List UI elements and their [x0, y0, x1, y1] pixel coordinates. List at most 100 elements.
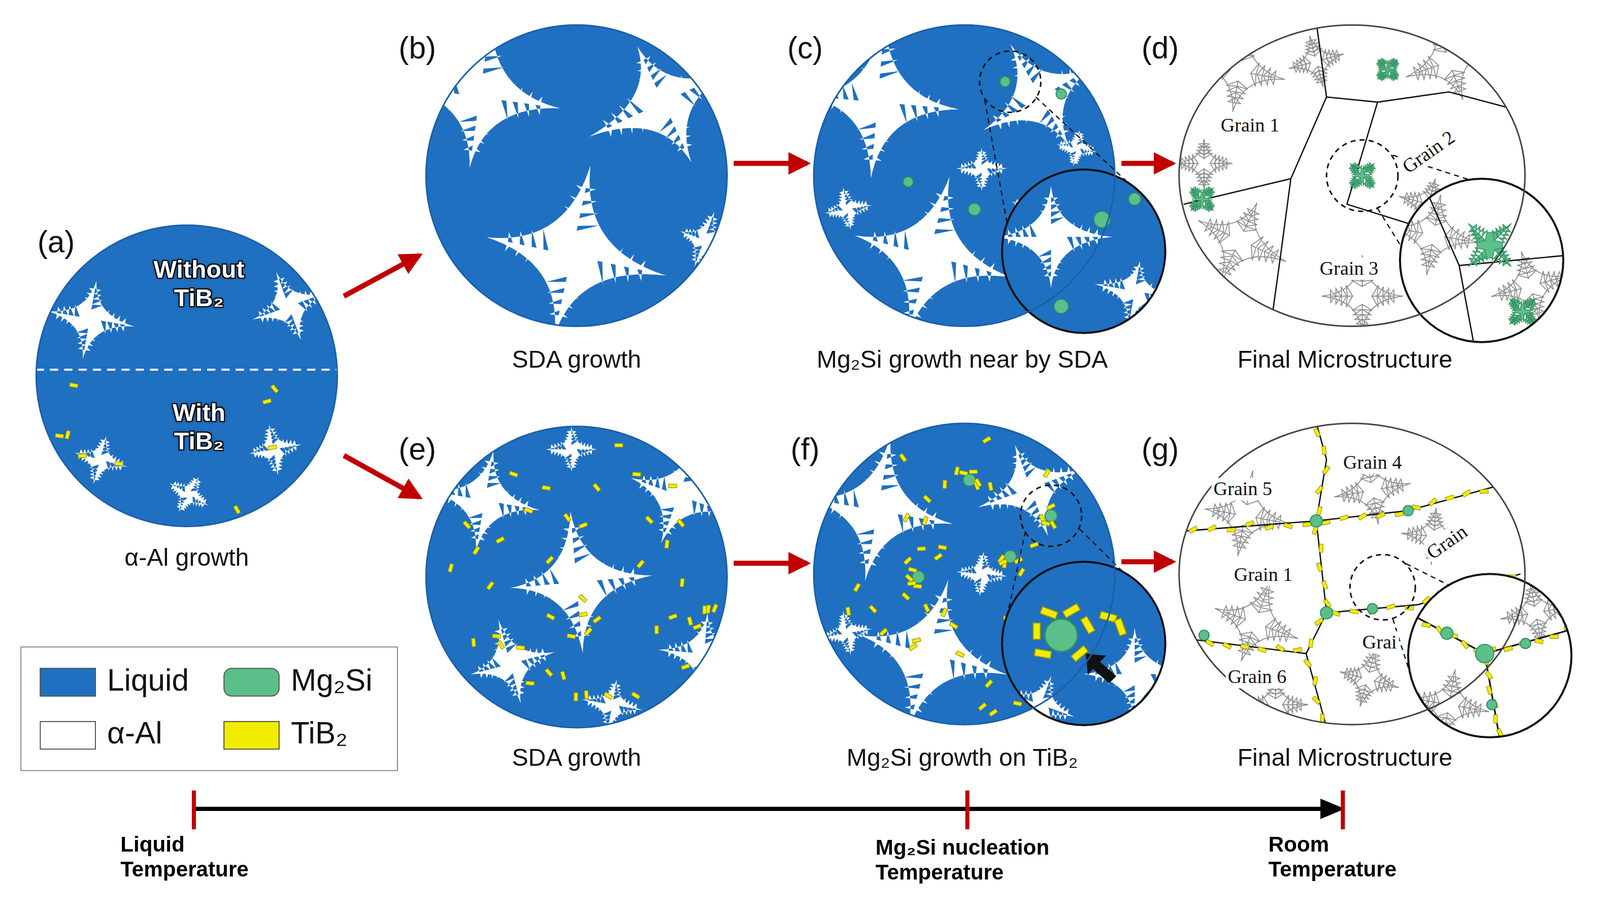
tib2-particle	[949, 621, 958, 630]
tib2-particle	[578, 521, 588, 529]
tib2-particle	[959, 470, 969, 476]
tib2-particle	[1041, 520, 1050, 526]
tib2-particle	[898, 453, 907, 462]
tib2-particle	[1032, 622, 1041, 640]
tib2-particle	[917, 546, 926, 551]
grain-label: Grain	[1420, 519, 1474, 566]
tib2-particle	[1207, 524, 1217, 532]
circle-outline	[425, 426, 727, 728]
grain-boundary	[1484, 653, 1500, 741]
tib2-particle	[1534, 638, 1544, 644]
tib2-particle	[1049, 520, 1057, 530]
circle-outline	[36, 224, 338, 526]
tib2-particle	[560, 671, 566, 680]
tib2-particle	[516, 645, 525, 650]
grain-boundary	[1183, 22, 1327, 205]
divider-line	[35, 368, 338, 371]
dendrite	[486, 165, 667, 336]
tib2-particle	[1485, 670, 1493, 680]
tib2-particle	[912, 637, 921, 644]
tib2-particle	[496, 640, 505, 649]
tib2-particle	[1316, 506, 1322, 515]
legend-text: Mg₂Si	[290, 662, 373, 697]
mg2si-particle	[1054, 298, 1069, 314]
tib2-particle	[592, 615, 602, 623]
mg2si-particle	[1403, 505, 1414, 516]
dendrite	[589, 46, 728, 163]
dendrite	[249, 423, 302, 476]
mg2si-particle	[1486, 699, 1497, 710]
zoom-marker	[979, 51, 1042, 113]
tib2-particle	[1308, 638, 1314, 648]
panel-letter: (c)	[787, 30, 823, 66]
tib2-particle	[998, 558, 1008, 566]
grain-boundary	[1316, 477, 1526, 521]
panel-letter: (b)	[398, 30, 437, 66]
tib2-particle	[1205, 639, 1215, 647]
tib2-particle	[262, 398, 272, 405]
tib2-particle	[584, 626, 593, 636]
pointer-arrow	[1085, 653, 1117, 683]
tib2-particle	[903, 513, 911, 523]
tib2-particle	[1080, 615, 1095, 634]
grain-label: Grain 6	[1225, 665, 1289, 688]
caption: SDA growth	[511, 345, 642, 374]
dendrite	[1214, 579, 1298, 662]
tib2-particle	[492, 634, 502, 639]
tib2-particle	[654, 625, 659, 634]
dendrite	[806, 15, 959, 179]
tib2-particle	[1394, 511, 1404, 517]
tib2-particle	[114, 461, 124, 466]
dendrite	[1408, 669, 1489, 740]
dendrite	[956, 551, 1008, 596]
tib2-particle	[1046, 503, 1056, 511]
tib2-particle	[687, 616, 693, 625]
tib2-particle	[567, 633, 576, 639]
zoom-leader	[1406, 563, 1449, 585]
mg2si-particle	[968, 203, 981, 216]
axis-label: Room Temperature	[1268, 831, 1422, 881]
dendrite	[169, 476, 209, 513]
tib2-particle	[523, 507, 533, 514]
mg2si-particle	[903, 176, 914, 187]
grain-boundary	[1326, 91, 1526, 113]
mg2si-particle	[1520, 638, 1531, 649]
phase-label: With TiB₂	[153, 397, 246, 455]
tib2-particle	[69, 382, 79, 388]
tib2-particle	[934, 552, 943, 561]
panel-circle: (a)Without TiB₂With TiB₂α-Al growth	[35, 224, 338, 527]
tib2-particle	[1040, 606, 1058, 619]
tib2-particle	[636, 559, 645, 569]
tib2-particle	[1315, 485, 1324, 494]
tib2-particle	[1428, 497, 1438, 507]
panel-a-art	[35, 224, 338, 527]
panel-letter: (f)	[790, 431, 820, 468]
mg2si-particle	[1128, 192, 1141, 206]
circle-outline	[1179, 24, 1525, 326]
dendrite	[822, 610, 873, 655]
circle-outline	[1178, 24, 1526, 327]
tib2-particle	[982, 436, 992, 444]
tib2-particle	[447, 563, 454, 573]
process-arrow	[733, 560, 808, 566]
panel-circle: (d)Final MicrostructureGrain 1Grain 2Gra…	[1178, 24, 1526, 327]
mg2si-particle	[1056, 88, 1067, 99]
legend-swatch	[223, 667, 280, 696]
solid-ground	[1408, 573, 1572, 738]
grain-label: Grain 5	[1211, 477, 1275, 500]
tib2-particle	[1071, 645, 1089, 661]
tib2-particle	[584, 690, 589, 699]
inset-outline	[1002, 561, 1166, 725]
tib2-particle	[486, 581, 494, 590]
dendrite	[1007, 675, 1075, 733]
caption: Mg₂Si growth near by SDA	[816, 345, 1109, 374]
tib2-particle	[711, 603, 719, 613]
tib2-particle	[233, 505, 241, 515]
tib2-particle	[869, 604, 878, 614]
tib2-particle	[1275, 644, 1285, 652]
tib2-particle	[978, 702, 987, 711]
tib2-particle	[1034, 648, 1052, 658]
tib2-particle	[55, 433, 64, 439]
zoom-leader	[984, 100, 1008, 224]
